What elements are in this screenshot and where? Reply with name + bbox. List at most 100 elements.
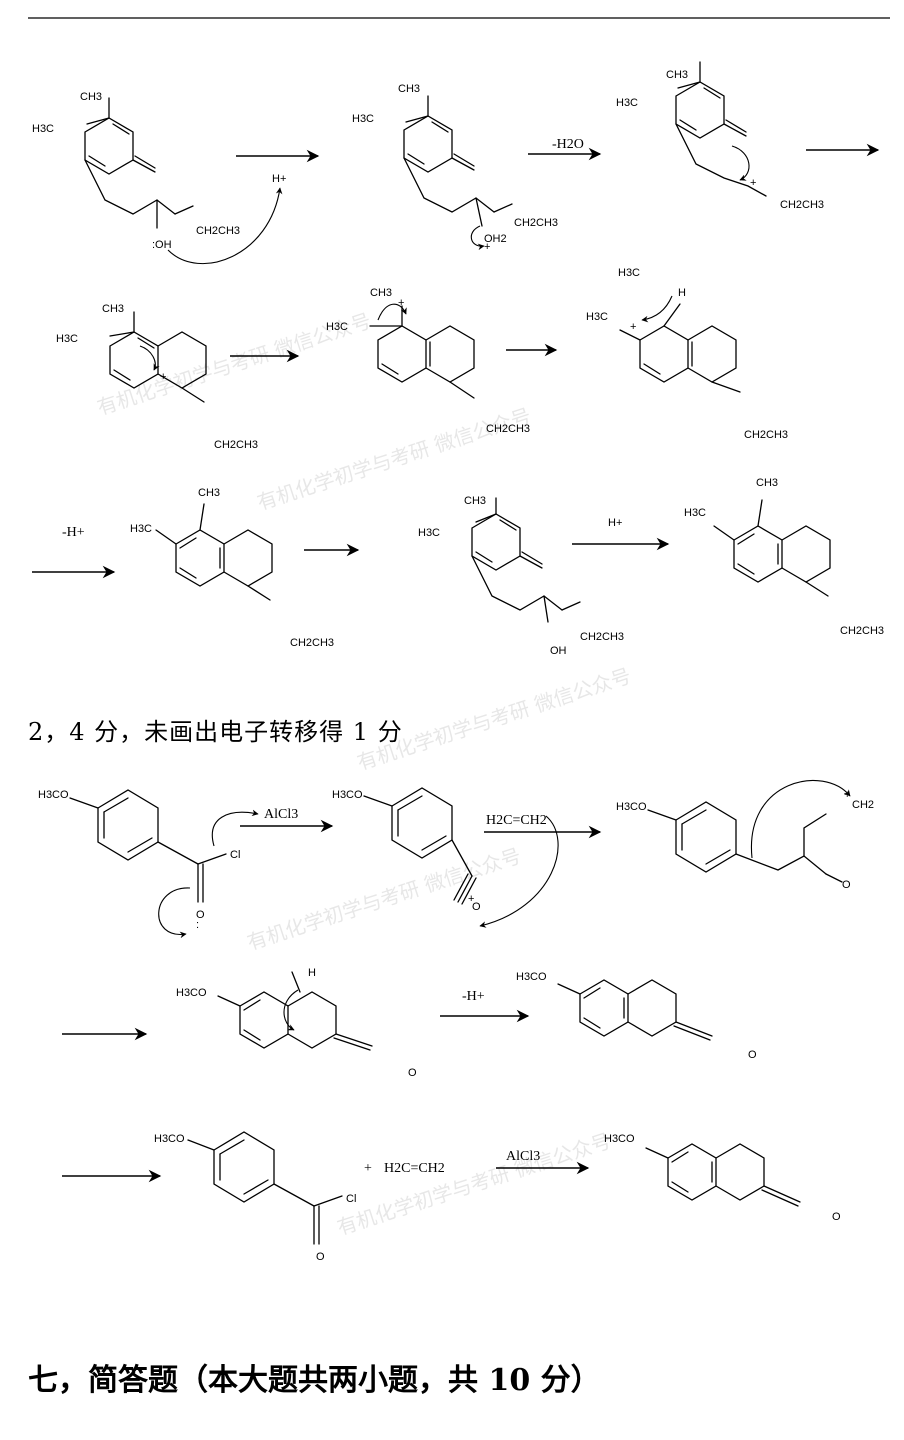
curved-arrow — [750, 779, 851, 859]
label-h3c: H3C — [418, 527, 440, 539]
curved-arrow — [731, 145, 750, 181]
structure-acylium — [363, 787, 477, 905]
structure-alcohol-overall — [471, 497, 581, 623]
curved-arrow — [158, 887, 191, 939]
label-ch3: CH3 — [370, 287, 392, 299]
label-h3co: H3CO — [332, 789, 363, 801]
scoring-note: 2，4 分，未画出电子转移得 1 分 — [28, 718, 403, 746]
label-ch2ch3: CH2CH3 — [196, 225, 240, 237]
label-o: O — [408, 1067, 417, 1079]
label-ch2ch3: CH2CH3 — [514, 217, 558, 229]
label-h3c: H3C — [326, 321, 348, 333]
label-h3co: H3CO — [604, 1133, 635, 1145]
label-oh2: OH2 — [484, 233, 507, 245]
label-ch2ch3: CH2CH3 — [486, 423, 530, 435]
label-ch2ch3: CH2CH3 — [580, 631, 624, 643]
label-cl: Cl — [230, 849, 240, 861]
section-heading: 七，简答题（本大题共两小题，共 10 分） — [28, 1363, 601, 1398]
structure-shift-cation — [369, 305, 475, 399]
curved-arrow — [641, 295, 673, 323]
curved-arrow — [470, 225, 485, 251]
label-oh: OH — [550, 645, 567, 657]
label-h3c: H3C — [56, 333, 78, 345]
label-h3c: H3C — [616, 97, 638, 109]
charge-plus: + — [630, 321, 636, 333]
label-h3c: H3C — [618, 267, 640, 279]
structure-methoxytetralone — [557, 979, 713, 1041]
watermark: 有机化学初学与考研 微信公众号 — [244, 843, 524, 954]
label-o: O — [196, 909, 205, 921]
label-h: H — [308, 967, 316, 979]
label-o: O — [472, 901, 481, 913]
structure-anisoyl-chloride — [69, 789, 227, 903]
label-alcl3: AlCl3 — [264, 807, 298, 822]
structure-methoxytetralone-overall — [645, 1143, 801, 1207]
curved-arrow — [377, 303, 407, 321]
label-ch3: CH3 — [398, 83, 420, 95]
label-ethylene: H2C=CH2 — [486, 813, 547, 828]
label-h3c: H3C — [32, 123, 54, 135]
label-h3co: H3CO — [176, 987, 207, 999]
label-o: O — [316, 1251, 325, 1263]
label-h: H — [678, 287, 686, 299]
label-lone-oh: :OH — [152, 239, 172, 251]
label-ch3: CH3 — [198, 487, 220, 499]
structure-alcohol — [84, 97, 194, 229]
label-ch3: CH3 — [464, 495, 486, 507]
charge-plus: + — [468, 893, 474, 905]
label-ch2ch3: CH2CH3 — [214, 439, 258, 451]
structure-final-tetralin — [713, 499, 831, 597]
label-ch3: CH3 — [102, 303, 124, 315]
scheme-2: H3CO Cl O : AlCl3 H3CO O + H2C=CH2 — [38, 779, 874, 1263]
structure-carbocation — [675, 61, 767, 197]
watermark-layer: 有机化学初学与考研 微信公众号 有机化学初学与考研 微信公众号 有机化学初学与考… — [94, 308, 634, 1239]
lone-pair: : — [196, 919, 199, 931]
curved-arrow — [211, 809, 259, 847]
label-ch2ch3: CH2CH3 — [780, 199, 824, 211]
label-h3c: H3C — [586, 311, 608, 323]
label-cl: Cl — [346, 1193, 356, 1205]
label-h3co: H3CO — [616, 801, 647, 813]
structure-anisoyl-chloride-overall — [187, 1131, 343, 1245]
watermark: 有机化学初学与考研 微信公众号 — [334, 1128, 614, 1239]
structure-aromatic-product — [155, 503, 273, 601]
structure-chain-cation — [647, 801, 843, 883]
label-ch3: CH3 — [666, 69, 688, 81]
label-h3co: H3CO — [516, 971, 547, 983]
label-alcl3: AlCl3 — [506, 1149, 540, 1164]
structure-bicyclic-cation — [109, 311, 207, 403]
charge-plus: + — [398, 297, 404, 309]
label-h3c: H3C — [130, 523, 152, 535]
label-o: O — [832, 1211, 841, 1223]
label-ch3: CH3 — [80, 91, 102, 103]
curved-arrow — [479, 815, 559, 928]
label-ch2ch3: CH2CH3 — [840, 625, 884, 637]
plus-sign: + — [364, 1161, 372, 1176]
label-hplus: H+ — [272, 173, 286, 185]
label-h3co: H3CO — [154, 1133, 185, 1145]
label-hplus: H+ — [608, 517, 622, 529]
charge-plus: + — [484, 241, 490, 253]
label-h3c: H3C — [352, 113, 374, 125]
scheme-1: CH3 H3C :OH CH2CH3 H+ CH3 H3C OH2 + CH2C… — [32, 61, 884, 657]
label-minus-hplus: -H+ — [462, 989, 485, 1004]
label-minus-hplus: -H+ — [62, 525, 85, 540]
label-o: O — [748, 1049, 757, 1061]
watermark: 有机化学初学与考研 微信公众号 — [254, 403, 534, 514]
label-minus-h2o: -H2O — [552, 137, 584, 152]
structure-tertiary-cation — [619, 303, 741, 393]
curved-arrow — [167, 187, 283, 265]
label-ch2ch3: CH2CH3 — [744, 429, 788, 441]
label-ch2ch3: CH2CH3 — [290, 637, 334, 649]
curved-arrow — [139, 345, 160, 371]
label-ethylene: H2C=CH2 — [384, 1161, 445, 1176]
label-h3co: H3CO — [38, 789, 69, 801]
label-ch2: CH2 — [852, 799, 874, 811]
label-h3c: H3C — [684, 507, 706, 519]
structure-wheland-intermediate — [217, 971, 373, 1051]
label-o: O — [842, 879, 851, 891]
charge-plus: + — [160, 371, 166, 383]
charge-plus: + — [750, 177, 756, 189]
curved-arrow — [283, 989, 299, 1031]
